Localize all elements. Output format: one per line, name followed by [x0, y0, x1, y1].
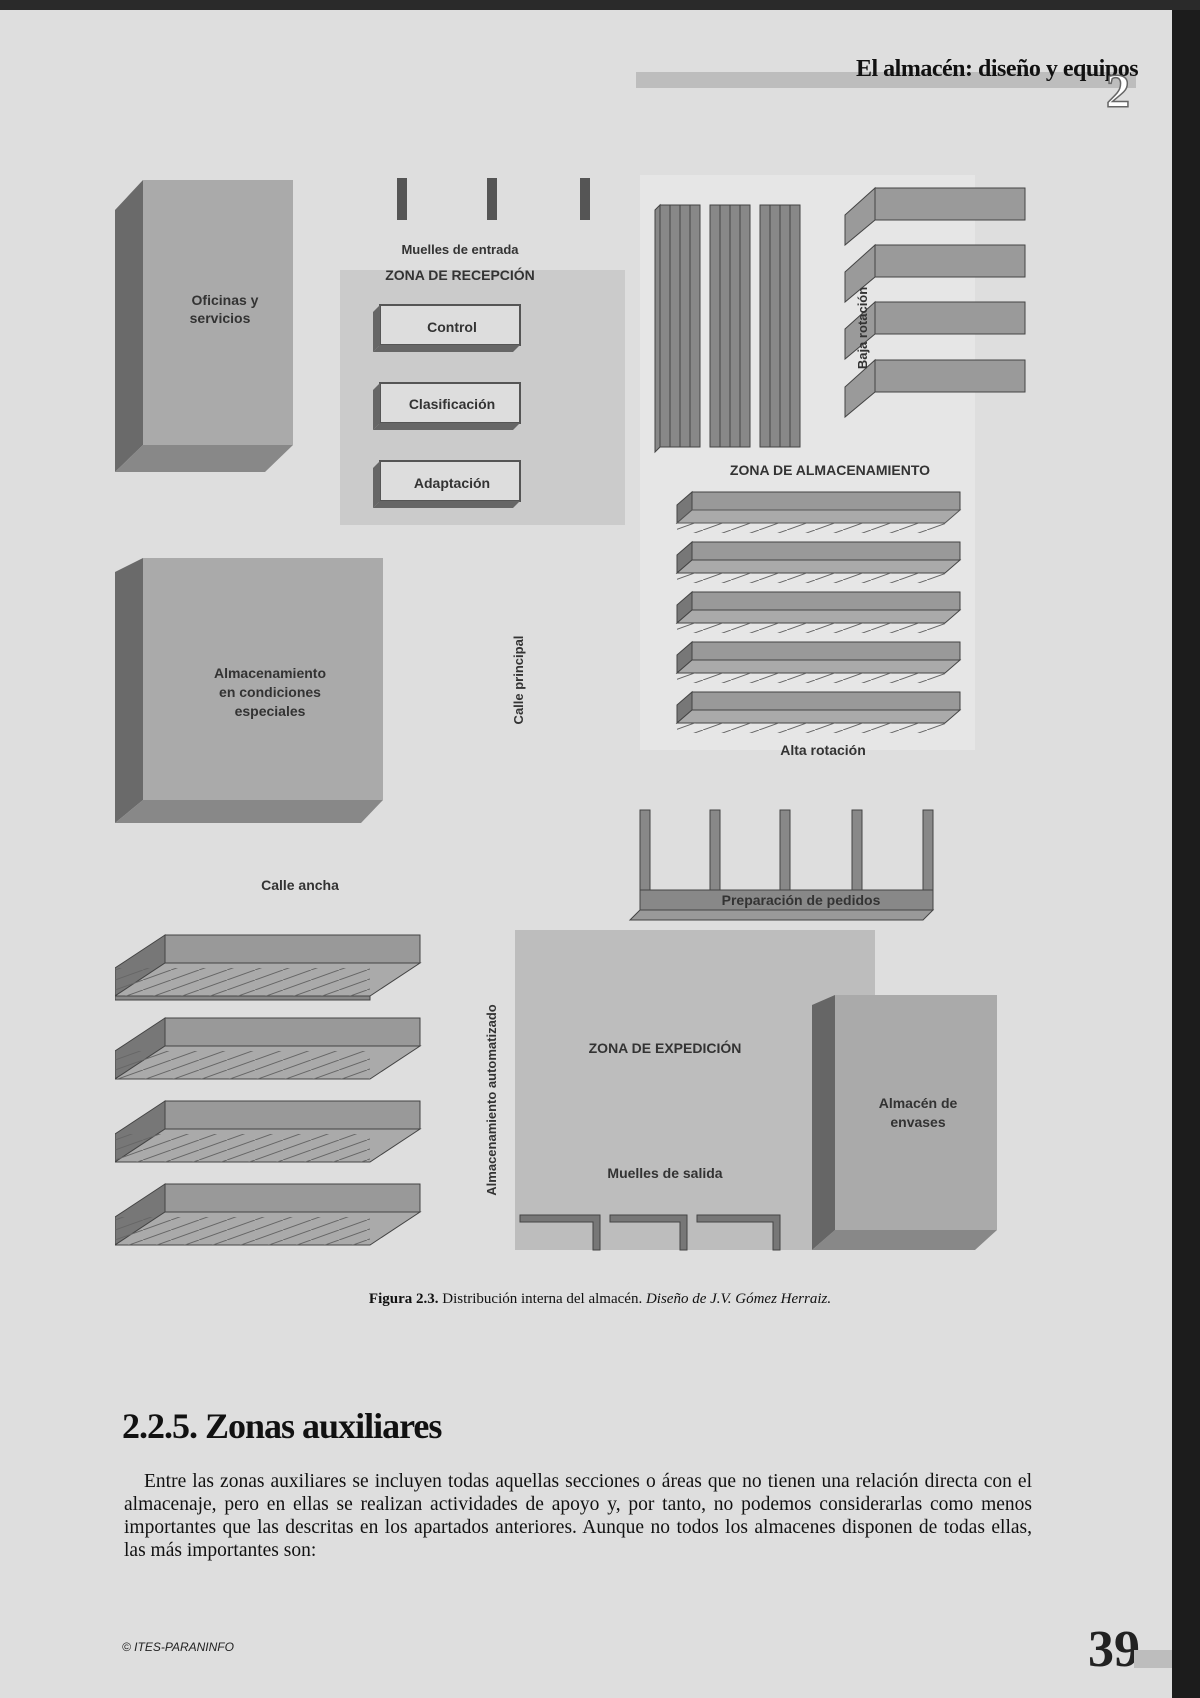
special-storage-label-2: en condiciones — [219, 684, 321, 700]
container-store-block — [812, 995, 997, 1250]
order-picking-area — [628, 809, 935, 921]
header-bar — [636, 72, 1136, 88]
special-storage-label-3: especiales — [235, 703, 306, 719]
body-paragraph: Entre las zonas auxiliares se incluyen t… — [124, 1471, 1032, 1561]
wide-street-label: Calle ancha — [261, 877, 339, 893]
caption-text: Distribución interna del almacén. — [438, 1291, 646, 1307]
offices-label-2: servicios — [190, 310, 251, 326]
offices-label-1: Oficinas y — [192, 292, 259, 308]
control-label: Control — [427, 319, 477, 335]
reception-zone-label: ZONA DE RECEPCIÓN — [385, 266, 535, 283]
low-rotation-label: Baja rotación — [855, 287, 870, 369]
high-rotation-racks — [675, 490, 962, 733]
publisher-credit: © ITES-PARANINFO — [122, 1640, 234, 1654]
control-box — [373, 304, 521, 352]
figure-caption: Figura 2.3. Distribución interna del alm… — [0, 1291, 1200, 1308]
chapter-number: 2 — [1105, 64, 1131, 119]
main-street-label: Calle principal — [511, 636, 526, 725]
shipping-zone-label: ZONA DE EXPEDICIÓN — [589, 1039, 742, 1056]
docks-in-label: Muelles de entrada — [401, 242, 519, 257]
caption-label: Figura 2.3. — [368, 1291, 439, 1307]
high-rotation-label: Alta rotación — [780, 742, 866, 758]
caption-credit: Diseño de J.V. Gómez Herraiz. — [645, 1291, 832, 1307]
docks-in — [397, 178, 590, 220]
page-number: 39 — [1088, 1621, 1140, 1678]
container-store-label-1: Almacén de — [879, 1095, 958, 1111]
adaptation-label: Adaptación — [414, 475, 490, 491]
automated-storage-label: Almacenamiento automatizado — [484, 1004, 499, 1195]
running-header: El almacén: diseño y equipos — [856, 56, 1139, 82]
docks-out — [519, 1214, 781, 1251]
order-picking-label: Preparación de pedidos — [722, 892, 881, 908]
docks-out-label: Muelles de salida — [607, 1165, 722, 1181]
classification-label: Clasificación — [409, 396, 495, 412]
special-storage-label-1: Almacenamiento — [214, 665, 326, 681]
storage-zone-label: ZONA DE ALMACENAMIENTO — [730, 462, 930, 478]
footer-bar — [1134, 1650, 1174, 1668]
classification-box — [373, 382, 521, 430]
low-rotation-vertical-racks — [654, 203, 801, 454]
adaptation-box — [373, 460, 521, 508]
section-heading: 2.2.5. Zonas auxiliares — [122, 1406, 442, 1446]
offices-block — [115, 180, 293, 472]
warehouse-layout-figure: Oficinas y servicios Muelles de entrada … — [113, 160, 1035, 1260]
container-store-label-2: envases — [890, 1114, 945, 1130]
low-rotation-side-racks — [844, 186, 1026, 419]
document-page: El almacén: diseño y equipos 2 Oficinas … — [0, 10, 1200, 1698]
automated-storage-stacks — [113, 934, 422, 1246]
special-storage-block — [115, 558, 383, 823]
